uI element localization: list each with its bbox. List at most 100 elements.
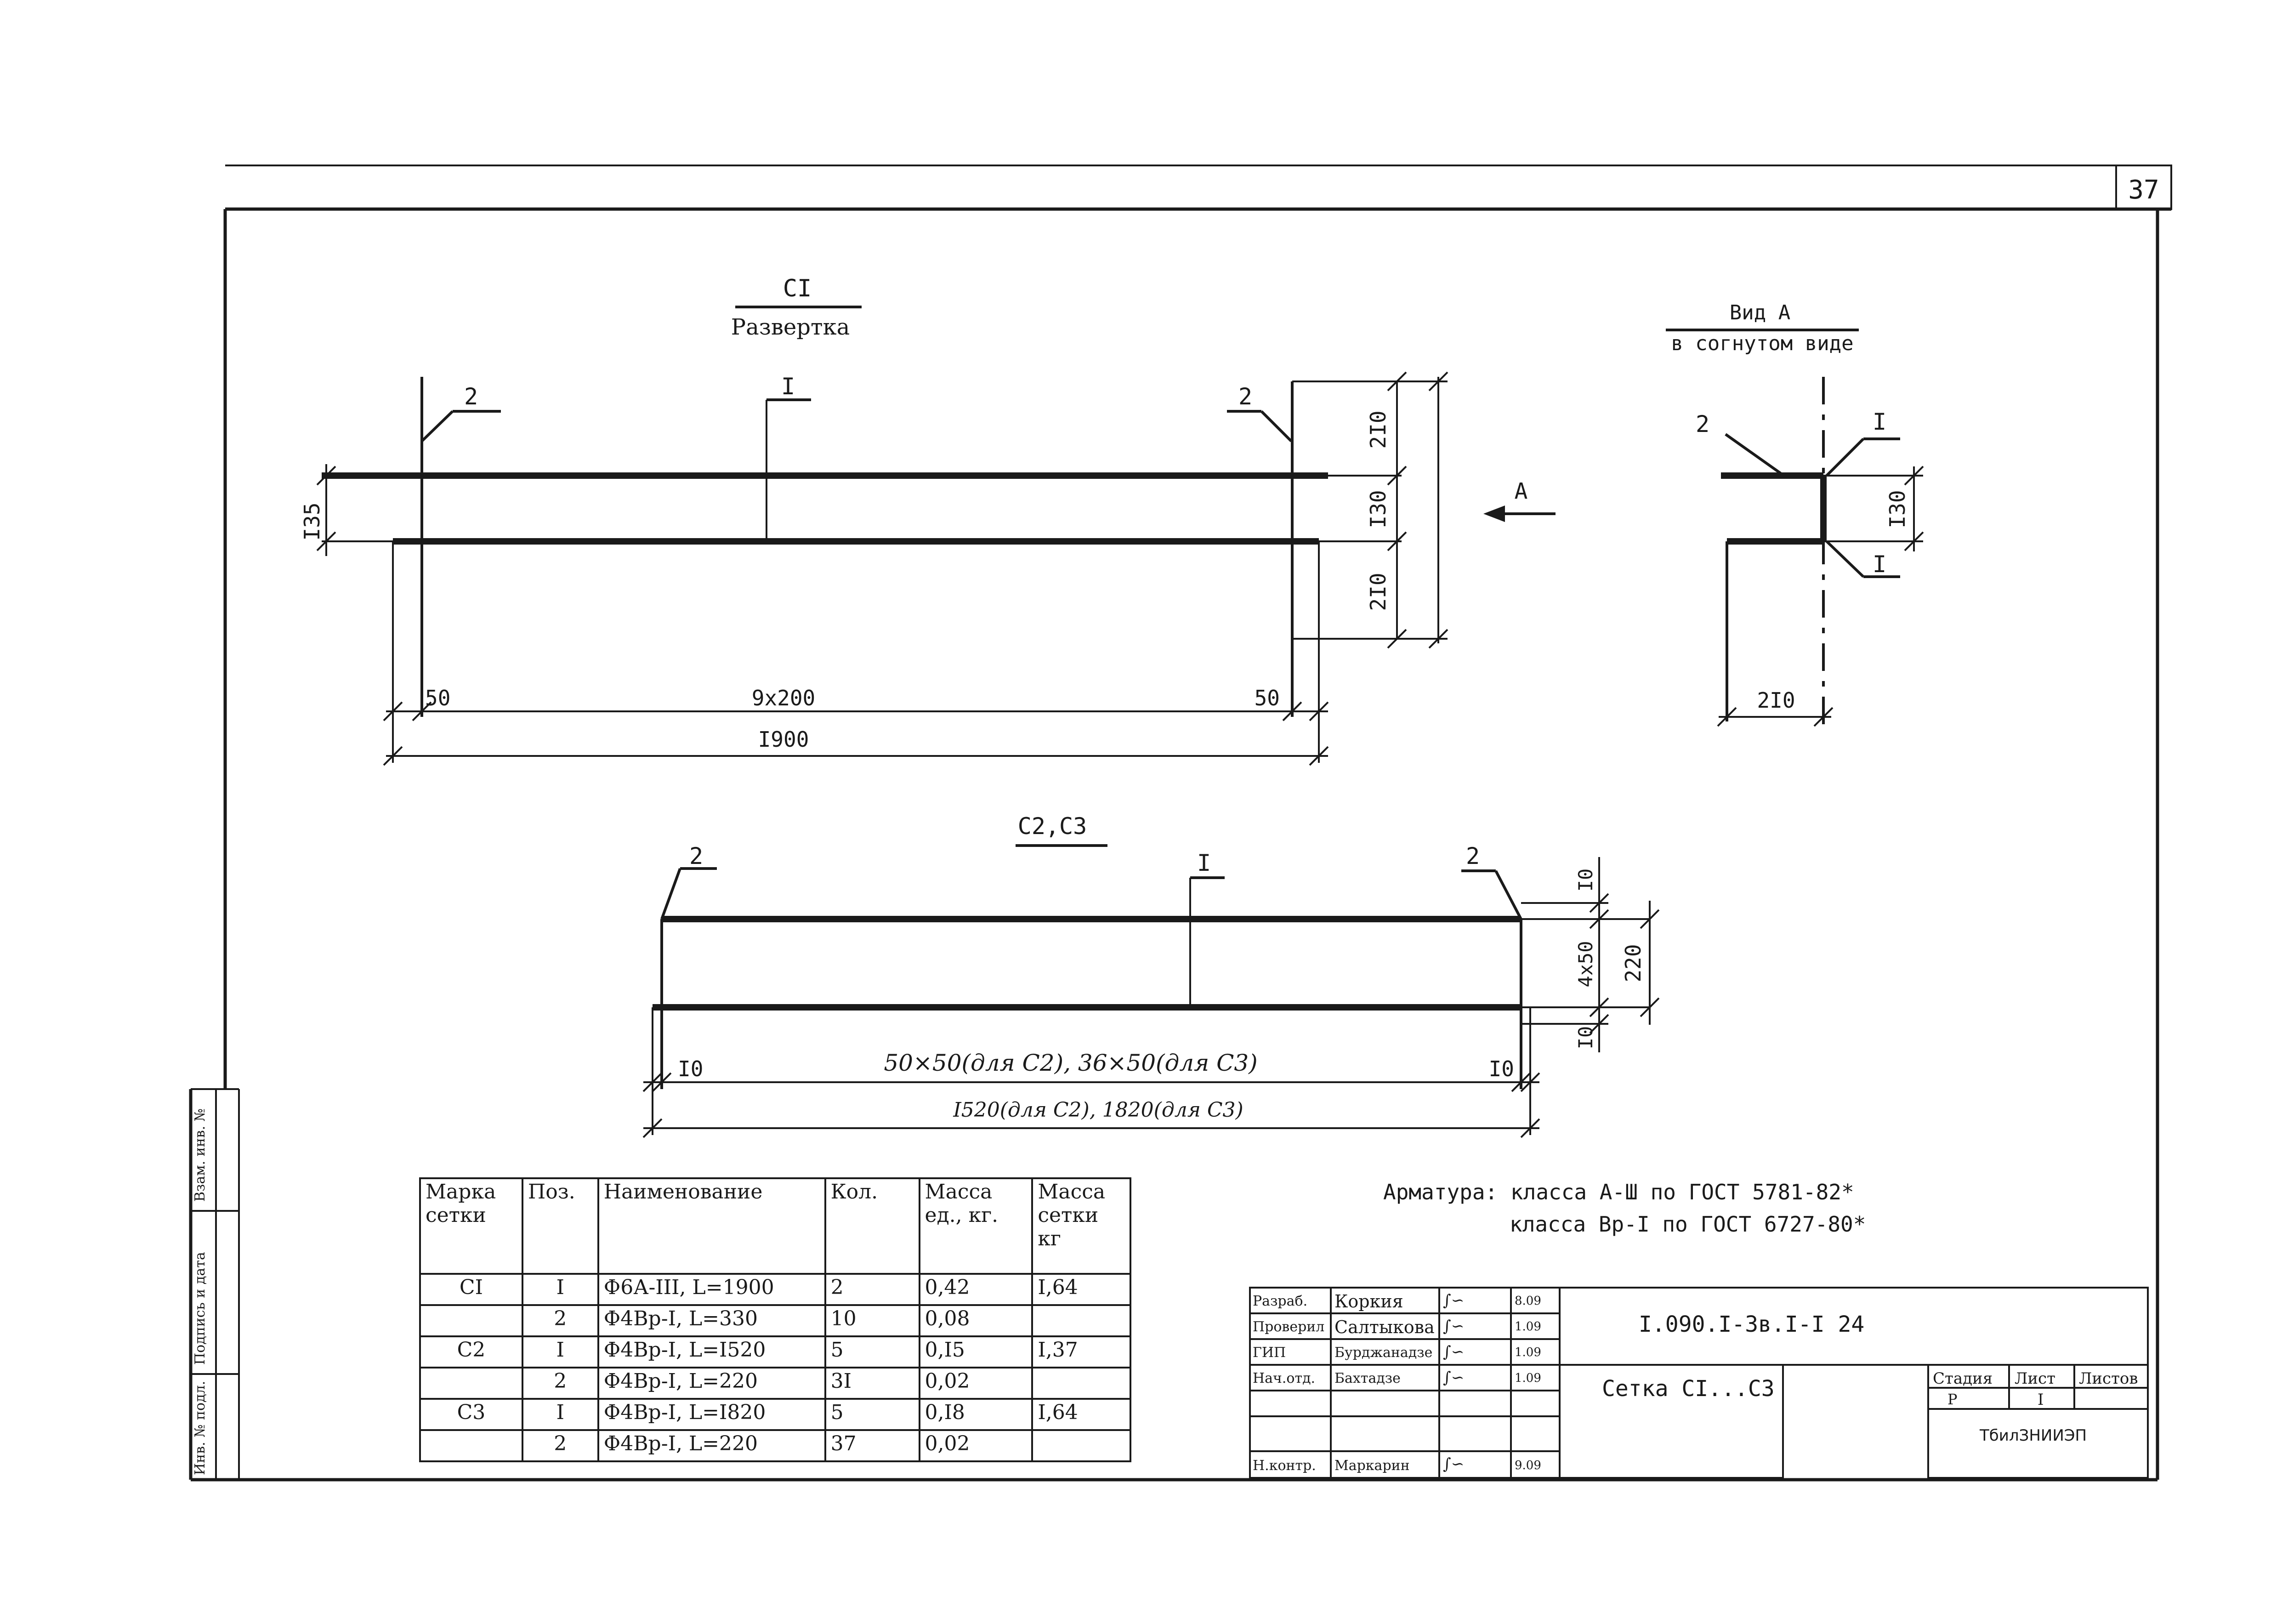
tb-role: Н.контр. — [1249, 1450, 1332, 1479]
spec-cell — [1031, 1429, 1131, 1462]
tb-signature: ∫∽ — [1438, 1287, 1512, 1314]
tb-signature: ∫∽ — [1438, 1364, 1512, 1391]
tb-item-name: Сетка CI...C3 — [1559, 1364, 1784, 1479]
c2c3-dim-10-top: I0 — [1574, 869, 1597, 892]
side-stamp: Инв. № подл. Подпись и дата Взам. инв. № — [192, 1108, 208, 1475]
spec-cell: I,64 — [1031, 1398, 1131, 1431]
view-c1: CI Развертка 2 I 2 I35 — [300, 275, 1556, 766]
c1-title: CI — [783, 275, 812, 302]
table-row: C2 I Ф4Вр-I, L=I520 5 0,I5 I,37 — [419, 1335, 1131, 1368]
spec-header-name: Наименование — [597, 1177, 826, 1275]
tb-name: Бахтадзе — [1330, 1364, 1440, 1391]
spec-header-total-mass: Масса сетки кг — [1031, 1177, 1131, 1275]
c1-pos-1: I — [781, 373, 795, 400]
c2c3-pos-1: I — [1197, 850, 1211, 876]
view-a-arrow-label: A — [1515, 478, 1528, 504]
spec-cell: 0,I5 — [918, 1335, 1033, 1368]
c1-dim-210-bottom: 2I0 — [1366, 573, 1391, 611]
tb-sheet-label: Лист — [2008, 1364, 2075, 1389]
c1-pos-2-right: 2 — [1238, 383, 1252, 410]
sheet-frame — [189, 165, 2172, 1482]
spec-cell: I,64 — [1031, 1273, 1131, 1306]
tb-role: Проверил — [1249, 1312, 1332, 1340]
notes-line-1: Арматура: класса A-Ш по ГОСТ 5781-82* — [1383, 1180, 1854, 1204]
tb-designation: I.090.I-3в.I-I 24 — [1559, 1287, 2149, 1366]
c1-subtitle: Развертка — [731, 314, 850, 340]
c1-dim-9x200: 9x200 — [752, 686, 815, 710]
tb-date: 1.09 — [1510, 1338, 1561, 1366]
spec-cell: Ф6А-III, L=1900 — [597, 1273, 826, 1306]
spec-cell: 2 — [521, 1367, 599, 1400]
spec-cell — [419, 1304, 523, 1337]
table-row: CI I Ф6А-III, L=1900 2 0,42 I,64 — [419, 1273, 1131, 1306]
tb-role — [1249, 1415, 1332, 1452]
spec-cell: 0,02 — [918, 1367, 1033, 1400]
tb-spacer — [1782, 1364, 1929, 1479]
sheet-number: 37 — [2128, 175, 2159, 205]
spec-cell: 0,08 — [918, 1304, 1033, 1337]
spec-cell: I,37 — [1031, 1335, 1131, 1368]
tb-stage-label: Стадия — [1927, 1364, 2010, 1389]
spec-cell: Ф4Вр-I, L=330 — [597, 1304, 826, 1337]
spec-header-pos: Поз. — [521, 1177, 599, 1275]
view-a-pos-2: 2 — [1696, 411, 1709, 437]
tb-name: Коркия — [1330, 1287, 1440, 1314]
table-row: 2 Ф4Вр-I, L=330 10 0,08 — [419, 1304, 1131, 1337]
table-row: 2 Ф4Вр-I, L=220 37 0,02 — [419, 1429, 1131, 1462]
spec-cell: 5 — [824, 1335, 920, 1368]
spec-cell: 0,I8 — [918, 1398, 1033, 1431]
c2c3-dim-10-left: I0 — [678, 1056, 703, 1081]
tb-date — [1510, 1415, 1561, 1452]
title-block: Разраб. Коркия ∫∽ 8.09 Проверил Салтыков… — [1249, 1287, 2149, 1479]
view-a-dim-210: 2I0 — [1757, 688, 1795, 713]
c1-dim-50-left: 50 — [425, 686, 450, 710]
c1-dim-130: I30 — [1366, 490, 1391, 528]
view-a-pos-1-bottom: I — [1873, 551, 1886, 578]
spec-cell: 2 — [521, 1429, 599, 1462]
side-stamp-sign: Подпись и дата — [192, 1252, 208, 1365]
spec-cell — [1031, 1304, 1131, 1337]
table-row: C3 I Ф4Вр-I, L=I820 5 0,I8 I,64 — [419, 1398, 1131, 1431]
view-a-dim-130: I30 — [1885, 490, 1910, 528]
tb-name — [1330, 1415, 1440, 1452]
spec-cell: 10 — [824, 1304, 920, 1337]
c2c3-pos-2-right: 2 — [1466, 843, 1480, 869]
spec-header-qty: Кол. — [824, 1177, 920, 1275]
spec-cell: CI — [419, 1273, 523, 1306]
tb-sheets-value — [2073, 1387, 2149, 1410]
c1-dim-135: I35 — [300, 502, 324, 540]
spec-cell: Ф4Вр-I, L=I820 — [597, 1398, 826, 1431]
tb-date: 1.09 — [1510, 1364, 1561, 1391]
spec-cell: C2 — [419, 1335, 523, 1368]
spec-cell: 3I — [824, 1367, 920, 1400]
c2c3-dim-spacing: 50×50(для C2), 36×50(для C3) — [884, 1050, 1257, 1076]
c2c3-dim-10-right: I0 — [1489, 1056, 1514, 1081]
spec-header-row: Марка сетки Поз. Наименование Кол. Масса… — [419, 1177, 1131, 1275]
tb-date: 9.09 — [1510, 1450, 1561, 1479]
spec-header-unit-mass: Масса ед., кг. — [918, 1177, 1033, 1275]
tb-role — [1249, 1390, 1332, 1417]
spec-cell: I — [521, 1335, 599, 1368]
c2c3-title: C2,C3 — [1018, 813, 1087, 840]
tb-role: ГИП — [1249, 1338, 1332, 1366]
spec-cell: Ф4Вр-I, L=220 — [597, 1367, 826, 1400]
tb-date: 8.09 — [1510, 1287, 1561, 1314]
notes-line-2: класса Вр-I по ГОСТ 6727-80* — [1510, 1212, 1866, 1237]
side-stamp-replace: Взам. инв. № — [192, 1108, 208, 1202]
spec-cell: 2 — [521, 1304, 599, 1337]
spec-cell: 0,02 — [918, 1429, 1033, 1462]
side-stamp-inv: Инв. № подл. — [192, 1381, 208, 1475]
spec-cell: I — [521, 1273, 599, 1306]
c1-pos-2-left: 2 — [464, 383, 478, 410]
spec-cell — [419, 1367, 523, 1400]
spec-cell: 2 — [824, 1273, 920, 1306]
spec-cell: Ф4Вр-I, L=I520 — [597, 1335, 826, 1368]
tb-organization: ТбилЗНИИЭП — [1927, 1408, 2149, 1479]
tb-date — [1510, 1390, 1561, 1417]
tb-sheet-value: I — [2008, 1387, 2075, 1410]
tb-name: Бурджанадзе — [1330, 1338, 1440, 1366]
tb-sheets-label: Листов — [2073, 1364, 2149, 1389]
spec-cell: 37 — [824, 1429, 920, 1462]
tb-name: Маркарин — [1330, 1450, 1440, 1479]
c1-dim-1900: I900 — [758, 727, 809, 752]
